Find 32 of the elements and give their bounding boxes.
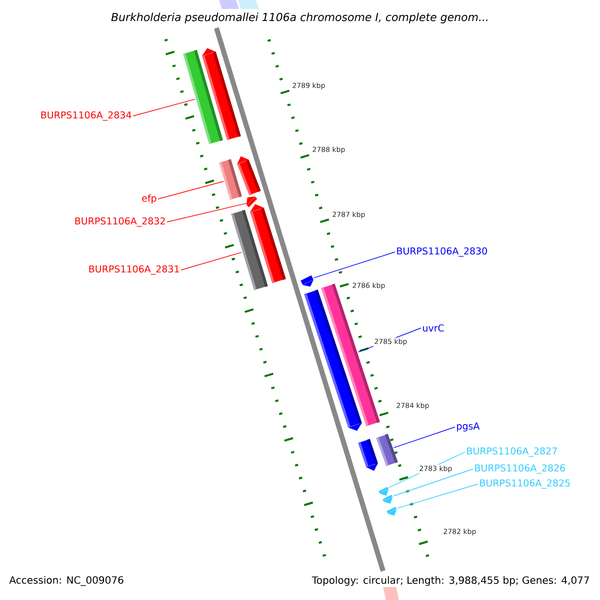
- gene-label: BURPS1106A_2831: [89, 265, 179, 275]
- gene-label: BURPS1106A_2825: [480, 479, 570, 489]
- gene-label: BURPS1106A_2834: [41, 111, 132, 121]
- gene-label: BURPS1106A_2830: [397, 247, 487, 257]
- gene-label: BURPS1106A_2827: [467, 447, 557, 457]
- leader-line: [166, 202, 248, 222]
- accession-text: Accession: NC_009076: [9, 576, 124, 586]
- gene-bar: [237, 156, 261, 196]
- leader-line: [180, 252, 242, 270]
- gene-wedge: [300, 275, 314, 287]
- gene-label: pgsA: [457, 422, 480, 432]
- leader-line: [393, 468, 474, 496]
- summary-text: Topology: circular; Length: 3,988,455 bp; Genes: 4,077: [310, 575, 591, 587]
- gene-bar: [358, 438, 378, 471]
- gene-bar: [219, 159, 242, 200]
- gene-bar: [376, 434, 398, 466]
- gene-label: efp: [142, 194, 156, 204]
- gene-wedge: [386, 506, 397, 516]
- gene-label: BURPS1106A_2826: [475, 464, 566, 474]
- gene-label: uvrC: [423, 324, 444, 332]
- gene-wedge: [378, 486, 389, 496]
- leader-line: [393, 426, 456, 448]
- gene-wedge: [382, 494, 393, 504]
- gene-label: BURPS1106A_2832: [75, 217, 165, 227]
- leader-line: [158, 181, 224, 200]
- gene-bar: [250, 204, 286, 284]
- gene-wedge: [246, 196, 258, 208]
- leader-line: [132, 98, 196, 116]
- title: Burkholderia pseudomallei 1106a chromosome I, complete genom...: [111, 12, 488, 24]
- leader-line: [397, 484, 478, 509]
- gene-bar: [202, 48, 241, 140]
- leader-line: [314, 252, 396, 278]
